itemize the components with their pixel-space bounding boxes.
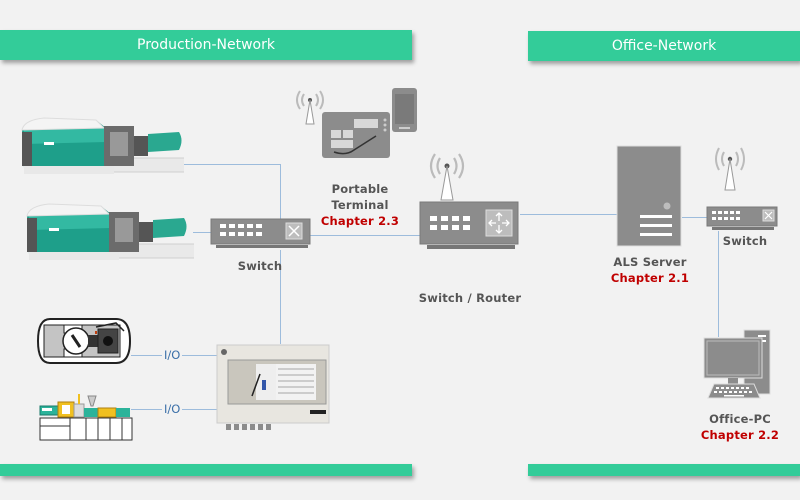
production-switch-label: Switch	[237, 259, 283, 273]
tablet-smartphone-icon[interactable]	[296, 84, 424, 168]
switch-router-label: Switch / Router	[418, 291, 522, 305]
server-tower-icon[interactable]	[615, 145, 685, 250]
small-molding-machine-icon[interactable]	[38, 392, 134, 444]
office-pc-label: Office-PC Chapter 2.2	[690, 411, 790, 443]
wire-switch-to-iobox	[280, 250, 281, 344]
production-network-footer-band	[0, 464, 412, 476]
temperature-controller-icon[interactable]	[36, 317, 132, 367]
office-switch-label: Switch	[722, 234, 768, 248]
wire-server-to-office-switch	[682, 217, 712, 218]
production-network-header: Production-Network	[0, 30, 412, 60]
io-control-cabinet-icon[interactable]	[216, 344, 330, 430]
portable-terminal-chapter-link[interactable]: Chapter 2.3	[320, 214, 400, 228]
io-label-2: I/O	[162, 402, 183, 416]
wireless-router-icon[interactable]	[418, 150, 522, 250]
desktop-pc-icon[interactable]	[700, 328, 782, 400]
network-switch-icon[interactable]	[210, 218, 312, 252]
portable-terminal-label: Portable Terminal Chapter 2.3	[320, 182, 400, 228]
wire-router-to-server	[520, 214, 618, 215]
office-network-footer-band	[528, 464, 800, 476]
wireless-switch-icon[interactable]	[706, 144, 780, 232]
wire-switch-to-router	[310, 235, 422, 236]
office-pc-chapter-link[interactable]: Chapter 2.2	[700, 428, 780, 442]
wire-machine2-to-switch	[193, 232, 213, 233]
als-server-label: ALS Server Chapter 2.1	[600, 254, 700, 286]
wire-office-switch-to-pc	[718, 231, 719, 337]
injection-molding-machine-icon[interactable]	[14, 110, 184, 180]
office-network-header: Office-Network	[528, 31, 800, 61]
als-server-chapter-link[interactable]: Chapter 2.1	[610, 271, 690, 285]
io-label-1: I/O	[162, 348, 183, 362]
wire-machine1-to-switch	[182, 164, 281, 165]
wire-switch-vertical-top	[280, 164, 281, 224]
injection-molding-machine-icon[interactable]	[14, 196, 194, 266]
